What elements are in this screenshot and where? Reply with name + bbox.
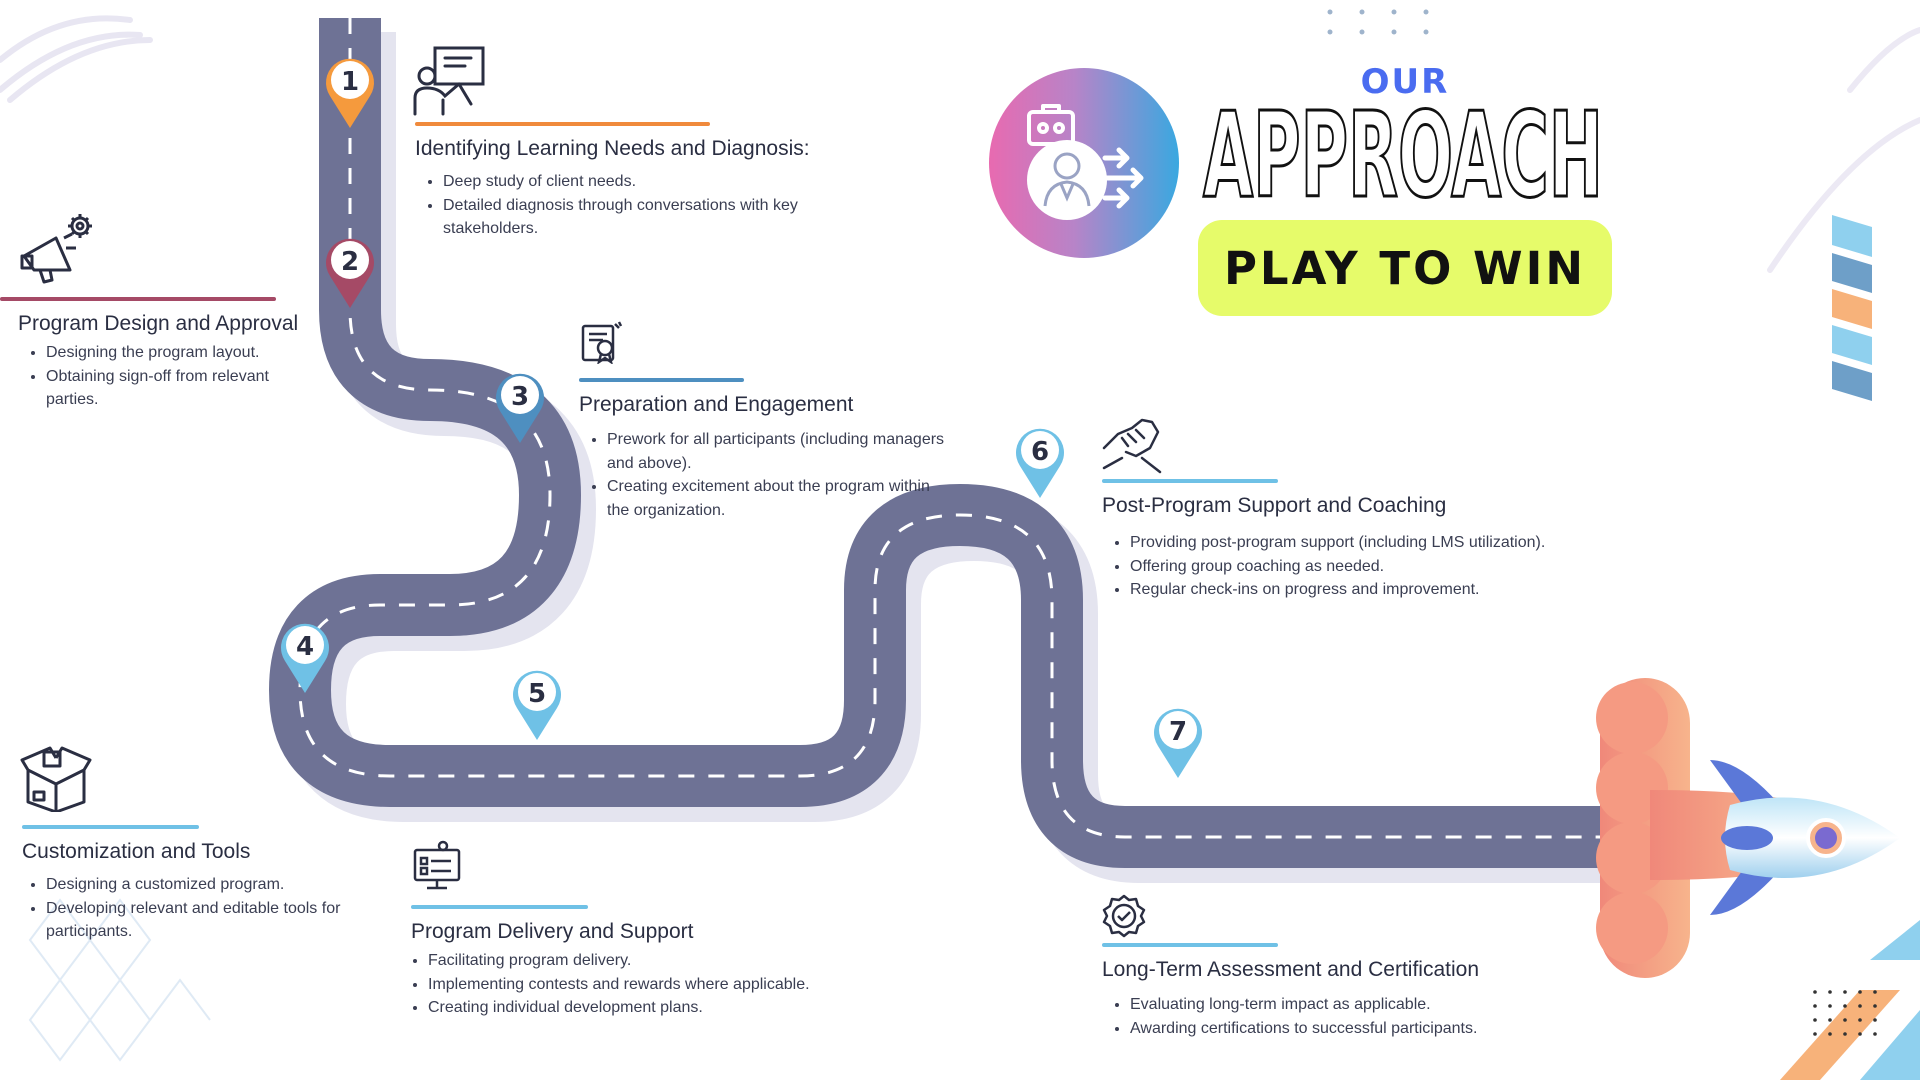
megaphone-gear-icon <box>20 214 92 284</box>
consultant-briefcase-icon <box>1027 104 1144 220</box>
hero-title-text: APPROACH <box>1203 100 1603 210</box>
hero-kicker: OUR <box>1360 62 1450 102</box>
step-1: Identifying Learning Needs and Diagnosis… <box>415 122 815 241</box>
badge-check-icon <box>1102 894 1146 938</box>
step-6-bullet: Regular check-ins on progress and improv… <box>1130 578 1622 602</box>
step-1-title: Identifying Learning Needs and Diagnosis… <box>415 137 810 160</box>
step-6-title: Post-Program Support and Coaching <box>1102 494 1447 517</box>
step-3: Preparation and Engagement Prework for a… <box>579 378 949 522</box>
map-pin-marker: 6 <box>1016 428 1064 498</box>
rocket-illustration <box>1596 678 1900 978</box>
step-5-bullet: Implementing contests and rewards where … <box>428 973 881 997</box>
step-5: Program Delivery and Support Facilitatin… <box>411 905 881 1020</box>
step-3-title: Preparation and Engagement <box>579 393 854 416</box>
step-1-bullets: Deep study of client needs. Detailed dia… <box>415 170 815 241</box>
step-2-rule <box>0 297 276 301</box>
map-pin-marker: 3 <box>496 373 544 443</box>
step-3-rule <box>579 378 744 382</box>
map-pin-marker: 5 <box>513 670 561 740</box>
step-1-rule <box>415 122 710 126</box>
open-box-icon <box>20 746 92 812</box>
step-7-title: Long-Term Assessment and Certification <box>1102 958 1480 981</box>
certificate-scroll-icon <box>581 321 623 364</box>
step-5-title: Program Delivery and Support <box>411 920 694 943</box>
step-2-title: Program Design and Approval <box>18 312 299 335</box>
hero-title: APPROACH <box>1202 100 1605 210</box>
step-2-bullet: Designing the program layout. <box>46 341 320 365</box>
marker-number: 6 <box>1031 437 1049 467</box>
presentation-icon <box>413 46 485 116</box>
step-7-bullets: Evaluating long-term impact as applicabl… <box>1102 993 1572 1040</box>
step-3-bullets: Prework for all participants (including … <box>579 428 949 522</box>
step-7-rule <box>1102 943 1278 947</box>
monitor-checklist-icon <box>413 840 461 890</box>
handshake-icon <box>1102 418 1162 474</box>
map-pin-marker: 2 <box>326 238 374 308</box>
step-4: Customization and Tools Designing a cust… <box>22 825 392 944</box>
step-4-bullet: Designing a customized program. <box>46 873 392 897</box>
step-5-bullet: Facilitating program delivery. <box>428 949 881 973</box>
step-7-bullet: Awarding certifications to successful pa… <box>1130 1017 1572 1041</box>
step-2-bullet: Obtaining sign-off from relevant parties… <box>46 365 320 412</box>
step-6-rule <box>1102 479 1278 483</box>
step-6-bullets: Providing post-program support (includin… <box>1102 531 1622 602</box>
marker-number: 7 <box>1169 717 1187 747</box>
step-5-bullets: Facilitating program delivery. Implement… <box>411 949 881 1020</box>
approach-badge <box>989 68 1179 258</box>
marker-number: 5 <box>528 679 546 709</box>
step-4-bullets: Designing a customized program. Developi… <box>22 873 392 944</box>
step-3-bullet: Prework for all participants (including … <box>607 428 949 475</box>
step-3-bullet: Creating excitement about the program wi… <box>607 475 949 522</box>
step-5-rule <box>411 905 588 909</box>
step-6: Post-Program Support and Coaching Provid… <box>1102 479 1622 602</box>
step-2: Program Design and Approval Designing th… <box>0 297 320 412</box>
play-to-win-button[interactable]: PLAY TO WIN <box>1198 220 1612 316</box>
marker-number: 2 <box>341 247 359 277</box>
map-pin-marker: 4 <box>281 623 329 693</box>
step-7: Long-Term Assessment and Certification E… <box>1102 943 1572 1040</box>
step-1-bullet: Detailed diagnosis through conversations… <box>443 194 815 241</box>
step-4-rule <box>22 825 199 829</box>
step-2-bullets: Designing the program layout. Obtaining … <box>0 341 320 412</box>
step-5-bullet: Creating individual development plans. <box>428 996 881 1020</box>
map-pin-marker: 1 <box>326 58 374 128</box>
step-4-title: Customization and Tools <box>22 840 251 863</box>
marker-number: 1 <box>341 67 359 97</box>
step-1-bullet: Deep study of client needs. <box>443 170 815 194</box>
step-7-bullet: Evaluating long-term impact as applicabl… <box>1130 993 1572 1017</box>
step-6-bullet: Offering group coaching as needed. <box>1130 555 1622 579</box>
step-6-bullet: Providing post-program support (includin… <box>1130 531 1622 555</box>
marker-number: 3 <box>511 382 529 412</box>
step-4-bullet: Developing relevant and editable tools f… <box>46 897 392 944</box>
marker-number: 4 <box>296 632 314 662</box>
map-pin-marker: 7 <box>1154 708 1202 778</box>
